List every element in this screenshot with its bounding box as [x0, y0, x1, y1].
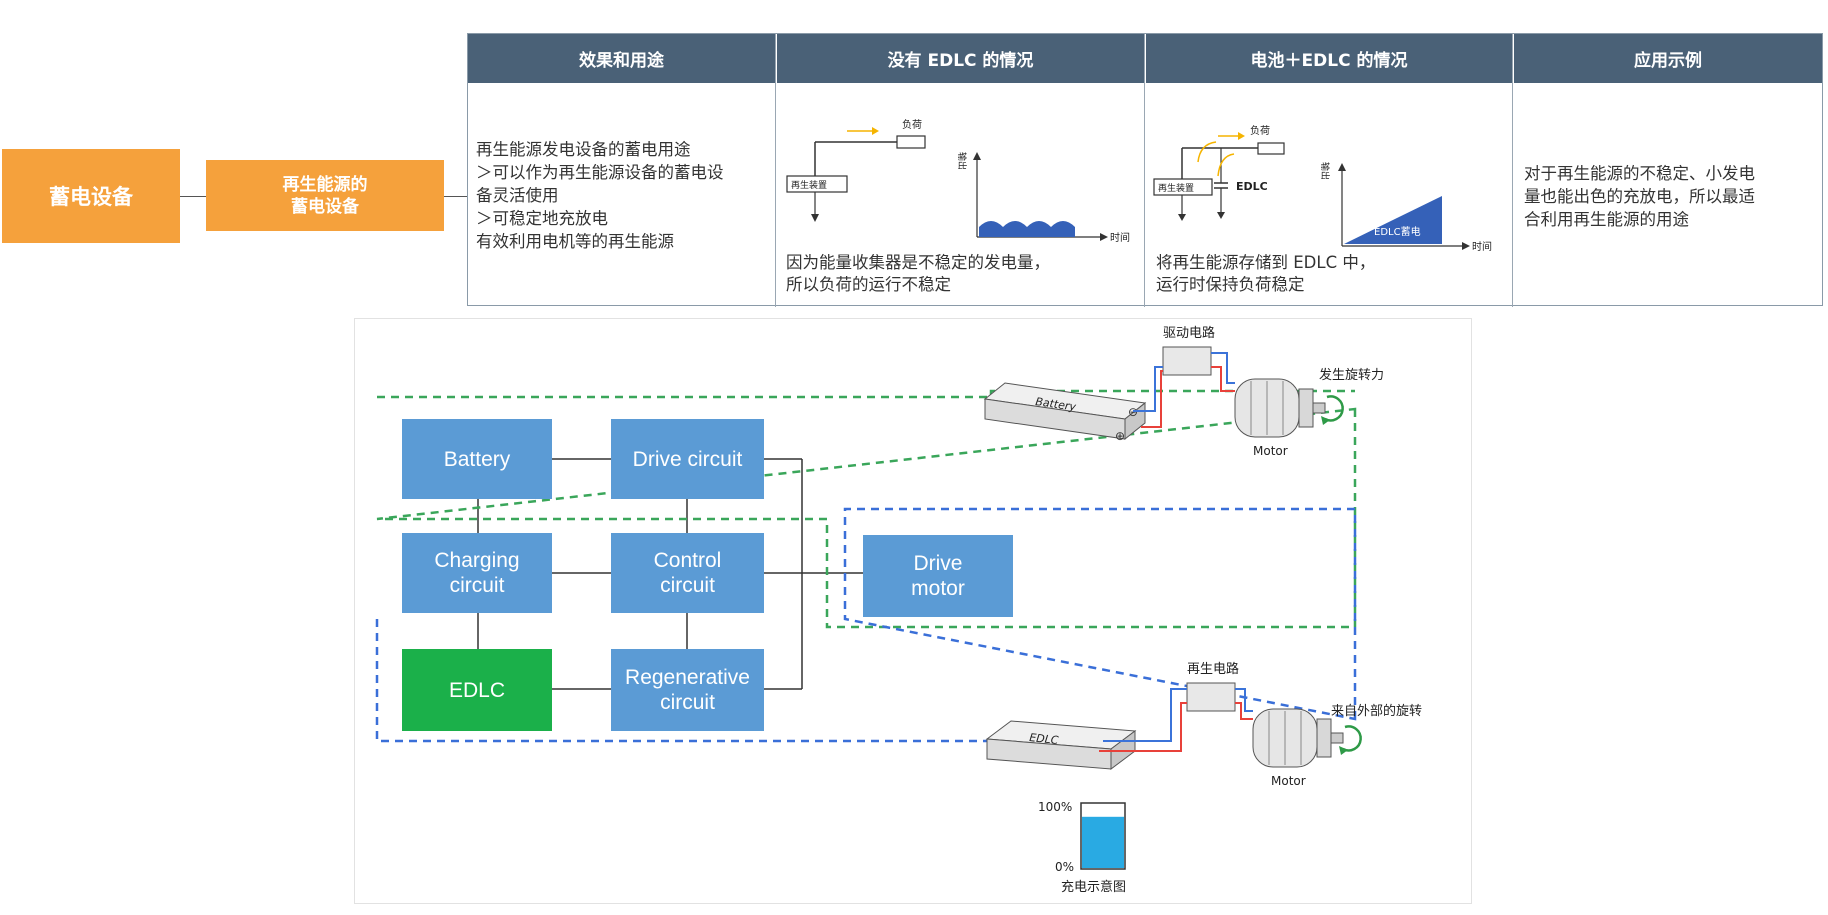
diagram-lines: Battery ⊖ ⊕ 驱动电路 Motor 发生旋转力 EDLC [375, 325, 1422, 895]
regenerative-circuit-line: circuit [660, 691, 715, 714]
bottom-rotation-label: 来自外部的旋转 [1331, 703, 1422, 719]
header-effects: 效果和用途 [468, 34, 775, 83]
category-sub-box: 再生能源的蓄电设备 [206, 160, 444, 231]
category-main-box: 蓄电设备 [2, 149, 180, 243]
effects-line: ＞可以作为再生能源设备的蓄电设 [476, 163, 724, 182]
no-edlc-schematic: 再生装置 负荷 输出 时间 [786, 118, 1130, 244]
column-divider [775, 34, 776, 307]
bottom-motor-illustration [1252, 708, 1362, 768]
battery-block: Battery [402, 419, 552, 499]
bottom-motor-label: Motor [1271, 774, 1306, 788]
category-sub-label-2: 蓄电设备 [291, 196, 359, 217]
battery-illustration-label: Battery [1035, 395, 1078, 414]
application-line: 对于再生能源的不稳定、小发电 [1524, 164, 1755, 183]
edlc-block: EDLC [402, 649, 552, 731]
no-edlc-device-label: 再生装置 [791, 179, 827, 191]
with-edlc-edlc-label: EDLC [1236, 180, 1268, 193]
charging-circuit-line: circuit [449, 574, 505, 597]
charge-gauge-caption: 充电示意图 [1061, 879, 1126, 895]
top-motor-label: Motor [1253, 444, 1288, 458]
charge-gauge-fill [1082, 816, 1124, 868]
drive-circuit-block: Drive circuit [611, 419, 764, 499]
no-edlc-caption: 因为能量收集器是不稳定的发电量， 所以负荷的运行不稳定 [786, 252, 1050, 296]
header-with-edlc: 电池＋EDLC 的情况 [1146, 34, 1512, 83]
no-edlc-x-label: 时间 [1110, 231, 1130, 244]
effects-line: 再生能源发电设备的蓄电用途 [476, 140, 691, 159]
no-edlc-caption-line: 因为能量收集器是不稳定的发电量， [786, 253, 1050, 272]
regen-circuit-illustration-label: 再生电路 [1187, 661, 1239, 677]
header-no-edlc: 没有 EDLC 的情况 [777, 34, 1144, 83]
with-edlc-schematic: 负荷 再生装置 EDLC EDLC蓄电 输出 时间 [1153, 124, 1492, 253]
charging-circuit-line: Charging [434, 549, 520, 572]
charge-gauge-bottom-label: 0% [1055, 860, 1074, 874]
with-edlc-device-label: 再生装置 [1158, 182, 1194, 194]
connector-line [180, 196, 206, 197]
edlc-illustration-label: EDLC [1029, 731, 1060, 747]
with-edlc-area-label: EDLC蓄电 [1374, 225, 1421, 238]
edlc-illustration: EDLC [985, 720, 1137, 770]
with-edlc-caption-line: 将再生能源存储到 EDLC 中， [1156, 253, 1376, 272]
comparison-table: 效果和用途 没有 EDLC 的情况 电池＋EDLC 的情况 应用示例 再生能源发… [467, 33, 1823, 307]
category-main-label: 蓄电设备 [49, 185, 133, 209]
drive-motor-line: Drive [913, 552, 963, 575]
control-circuit-line: Control [653, 549, 722, 572]
category-sub-label-1: 再生能源的 [282, 174, 368, 195]
effects-text: 再生能源发电设备的蓄电用途 ＞可以作为再生能源设备的蓄电设 备灵活使用 ＞可稳定… [476, 138, 724, 253]
control-circuit-line: circuit [660, 574, 715, 597]
effects-line: 有效利用电机等的再生能源 [476, 232, 674, 251]
system-diagram: Battery ⊖ ⊕ 驱动电路 Motor 发生旋转力 EDLC [354, 318, 1472, 904]
column-divider [1512, 34, 1513, 307]
drive-motor-line: motor [911, 577, 965, 600]
no-edlc-y-label: 输出 [956, 152, 968, 170]
regenerative-circuit-line: Regenerative [625, 666, 750, 689]
with-edlc-load-label: 负荷 [1250, 124, 1270, 137]
battery-illustration: Battery [983, 382, 1147, 441]
application-line: 合利用再生能源的用途 [1524, 210, 1689, 229]
no-edlc-caption-line: 所以负荷的运行不稳定 [786, 275, 951, 294]
battery-plus-sign: ⊕ [1115, 429, 1125, 443]
application-line: 量也能出色的充放电，所以最适 [1524, 187, 1755, 206]
header-application: 应用示例 [1514, 34, 1822, 83]
effects-line: ＞可稳定地充放电 [476, 209, 608, 228]
connector-line [444, 196, 467, 197]
with-edlc-caption-line: 运行时保持负荷稳定 [1156, 275, 1305, 294]
with-edlc-x-label: 时间 [1472, 240, 1492, 253]
top-rotation-label: 发生旋转力 [1319, 367, 1384, 383]
no-edlc-load-label: 负荷 [902, 118, 922, 131]
with-edlc-y-label: 输出 [1319, 162, 1331, 180]
effects-line: 备灵活使用 [476, 186, 559, 205]
application-text: 对于再生能源的不稳定、小发电 量也能出色的充放电，所以最适 合利用再生能源的用途 [1524, 162, 1755, 231]
with-edlc-caption: 将再生能源存储到 EDLC 中， 运行时保持负荷稳定 [1156, 252, 1375, 296]
top-motor-illustration [1234, 378, 1344, 438]
column-divider [1144, 34, 1145, 307]
charge-gauge-top-label: 100% [1038, 800, 1072, 814]
drive-circuit-illustration-label: 驱动电路 [1163, 325, 1215, 341]
